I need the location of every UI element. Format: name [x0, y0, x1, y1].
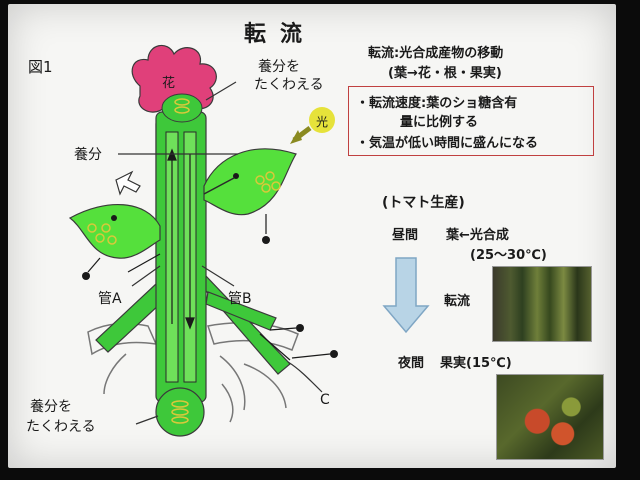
night-label: 夜間	[398, 352, 424, 371]
night-text: 果実(15℃)	[440, 352, 512, 371]
store-bottom-line-1: 養分を	[30, 396, 72, 416]
nutrient-label: 養分	[74, 144, 102, 164]
store-bottom-line-2: たくわえる	[26, 416, 96, 436]
note-line-1: ・転流速度:葉のショ糖含有	[356, 92, 517, 111]
definition-line-2: (葉→花・根・果実)	[388, 62, 502, 81]
down-arrow-icon	[382, 256, 430, 336]
note-line-3: ・気温が低い時間に盛んになる	[356, 132, 538, 151]
day-temperature: (25〜30℃)	[470, 244, 547, 263]
tomato-heading: (トマト生産)	[382, 192, 465, 212]
definition-line-1: 転流:光合成産物の移動	[368, 42, 503, 61]
tube-b-label: 管B	[228, 288, 252, 308]
transport-label: 転流	[444, 290, 470, 309]
note-line-2: 量に比例する	[400, 111, 478, 130]
day-label: 昼間	[392, 224, 418, 243]
greenhouse-photo	[492, 266, 592, 342]
store-top-line-1: 養分を	[258, 56, 300, 76]
light-label: 光	[316, 113, 328, 130]
c-label: C	[320, 392, 330, 408]
slide: 転流 図1 転流:光合成産物の移動 (葉→花・根・果実) ・転流速度:葉のショ糖…	[8, 4, 616, 468]
store-top-line-2: たくわえる	[254, 74, 324, 94]
day-text: 葉←光合成	[446, 224, 509, 243]
tube-a-label: 管A	[98, 288, 122, 308]
tomato-fruit-photo	[496, 374, 604, 460]
flower-label: 花	[162, 72, 175, 91]
